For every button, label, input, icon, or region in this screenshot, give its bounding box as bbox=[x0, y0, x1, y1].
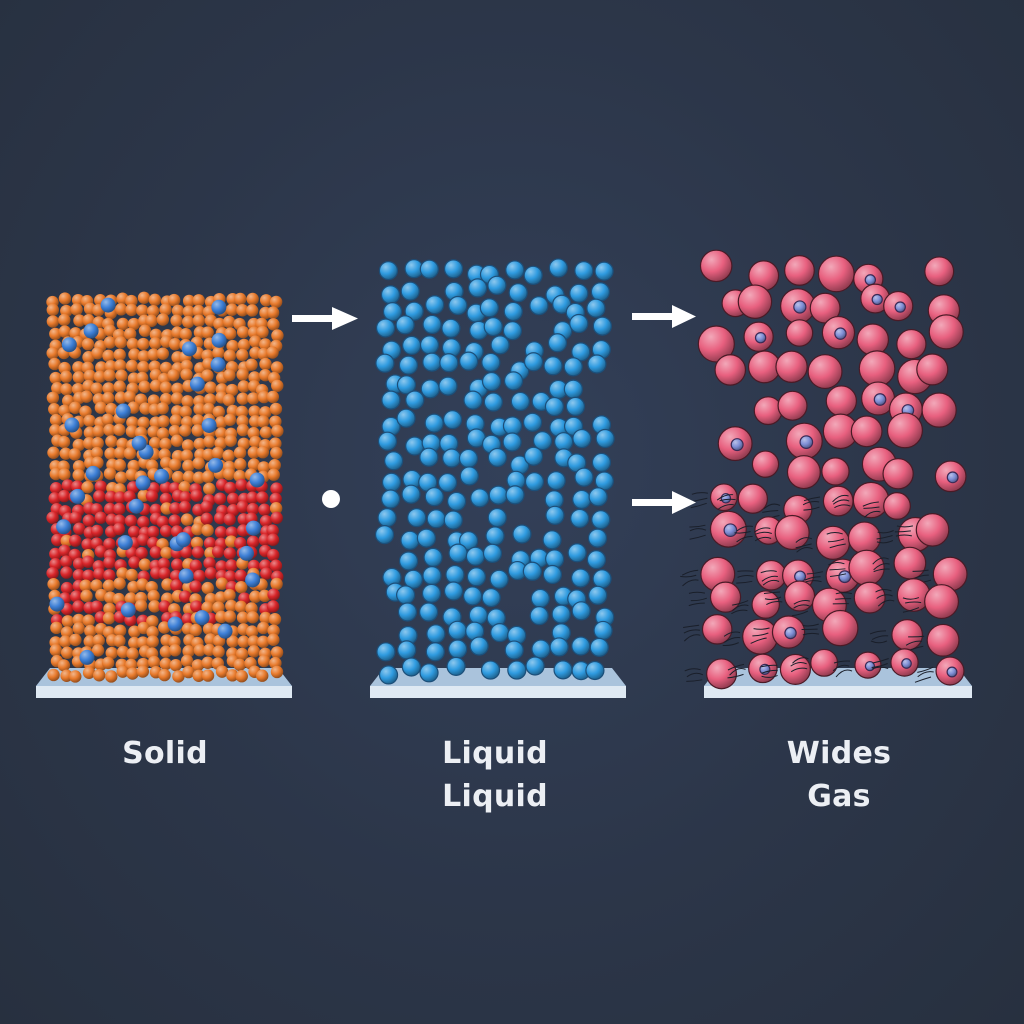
solid-label-line: Solid bbox=[122, 736, 208, 771]
liquid-label-line-1: Liquid bbox=[442, 736, 548, 771]
gas-particles bbox=[680, 249, 968, 690]
dot-marker-icon bbox=[322, 490, 340, 508]
gas-label: Wides Gas bbox=[764, 732, 914, 818]
liquid-particles bbox=[374, 258, 615, 685]
arrow-solid-to-liquid-icon bbox=[292, 305, 358, 337]
arrow-liquid-to-gas-bottom-icon bbox=[632, 489, 698, 521]
liquid-panel bbox=[370, 255, 630, 715]
solid-panel bbox=[36, 290, 296, 710]
gas-label-line-2: Gas bbox=[807, 779, 871, 814]
solid-particles bbox=[46, 291, 284, 683]
liquid-label: Liquid Liquid bbox=[420, 732, 570, 818]
solid-label: Solid bbox=[90, 732, 240, 775]
gas-panel bbox=[680, 249, 984, 715]
gas-label-line-1: Wides bbox=[786, 736, 892, 771]
arrow-liquid-to-gas-top-icon bbox=[632, 303, 698, 335]
liquid-label-line-2: Liquid bbox=[442, 779, 548, 814]
